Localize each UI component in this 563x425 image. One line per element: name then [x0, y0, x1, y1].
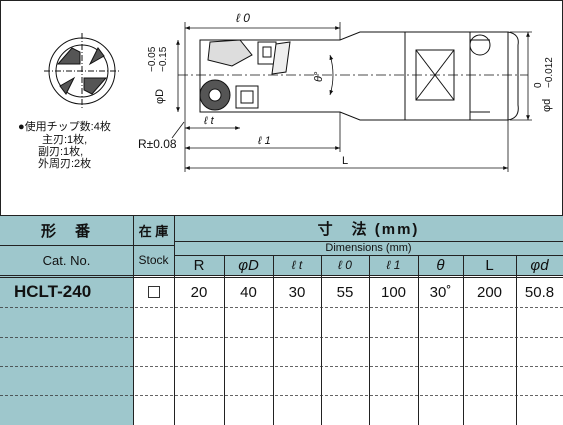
cell-r: 20: [190, 283, 208, 301]
col-header-L: L: [485, 256, 494, 274]
dimension-table: 形 番 Cat. No. 在 庫 Stock 寸 法 (mm) Dimensio…: [0, 215, 563, 425]
stock-checkbox[interactable]: [133, 277, 174, 307]
dim-D-tol-upper: −0.05: [147, 46, 158, 72]
note-insert-count: ●使用チップ数:4枚: [18, 119, 111, 133]
col-header-l1: ℓ 1: [386, 258, 401, 272]
col-header-d: φD: [238, 256, 259, 274]
header-stock-jp: 在 庫: [138, 223, 169, 239]
row-catalog-number: HCLT-240: [14, 282, 92, 301]
cell-L: 200: [476, 283, 503, 301]
header-model-en: Cat. No.: [42, 252, 91, 268]
dim-d-tol-lower: −0.012: [544, 57, 555, 88]
header-dims-en: Dimensions (mm): [325, 242, 412, 254]
cell-theta: 30˚: [429, 283, 452, 301]
dim-lt-label: ℓ t: [203, 115, 215, 127]
note-outer-edge: 外周刃:2枚: [38, 156, 91, 170]
header-dims-jp: 寸 法 (mm): [317, 220, 420, 238]
cell-l0: 55: [336, 283, 354, 301]
end-view-icon: [44, 33, 120, 109]
dim-d-tol-upper: 0: [533, 82, 544, 88]
cell-l1: 100: [380, 283, 407, 301]
dim-l1-label: ℓ 1: [257, 135, 271, 147]
col-header-r: R: [193, 256, 205, 274]
dim-l0-label: ℓ 0: [236, 11, 250, 25]
dim-L-label: L: [342, 155, 348, 167]
dim-R-label: R±0.08: [138, 137, 177, 151]
tool-body-drawing: [178, 31, 528, 121]
cell-lt: 30: [288, 283, 306, 301]
col-header-theta: θ: [436, 256, 445, 274]
cell-dd: 50.8: [524, 283, 555, 301]
cell-d: 40: [240, 283, 257, 301]
note-sub-edge: 副刃:1枚,: [38, 144, 83, 158]
dim-d-label: φd: [541, 99, 553, 112]
dim-D-tol-lower: −0.15: [158, 46, 169, 72]
dim-D-label: φD: [154, 89, 166, 104]
header-stock-en: Stock: [138, 253, 169, 267]
technical-drawing: ℓ 0 ℓ t ℓ 1 L θ° R±0.08 φD −0.05 −0.15 φ…: [18, 11, 555, 172]
col-header-dd: φd: [530, 256, 549, 274]
col-header-lt: ℓ t: [291, 258, 303, 272]
header-model-jp: 形 番: [40, 222, 92, 240]
dim-theta-label: θ°: [313, 71, 325, 82]
note-main-edge: 主刃:1枚,: [42, 132, 87, 146]
table-grid: [0, 215, 563, 425]
col-header-l0: ℓ 0: [338, 258, 352, 272]
